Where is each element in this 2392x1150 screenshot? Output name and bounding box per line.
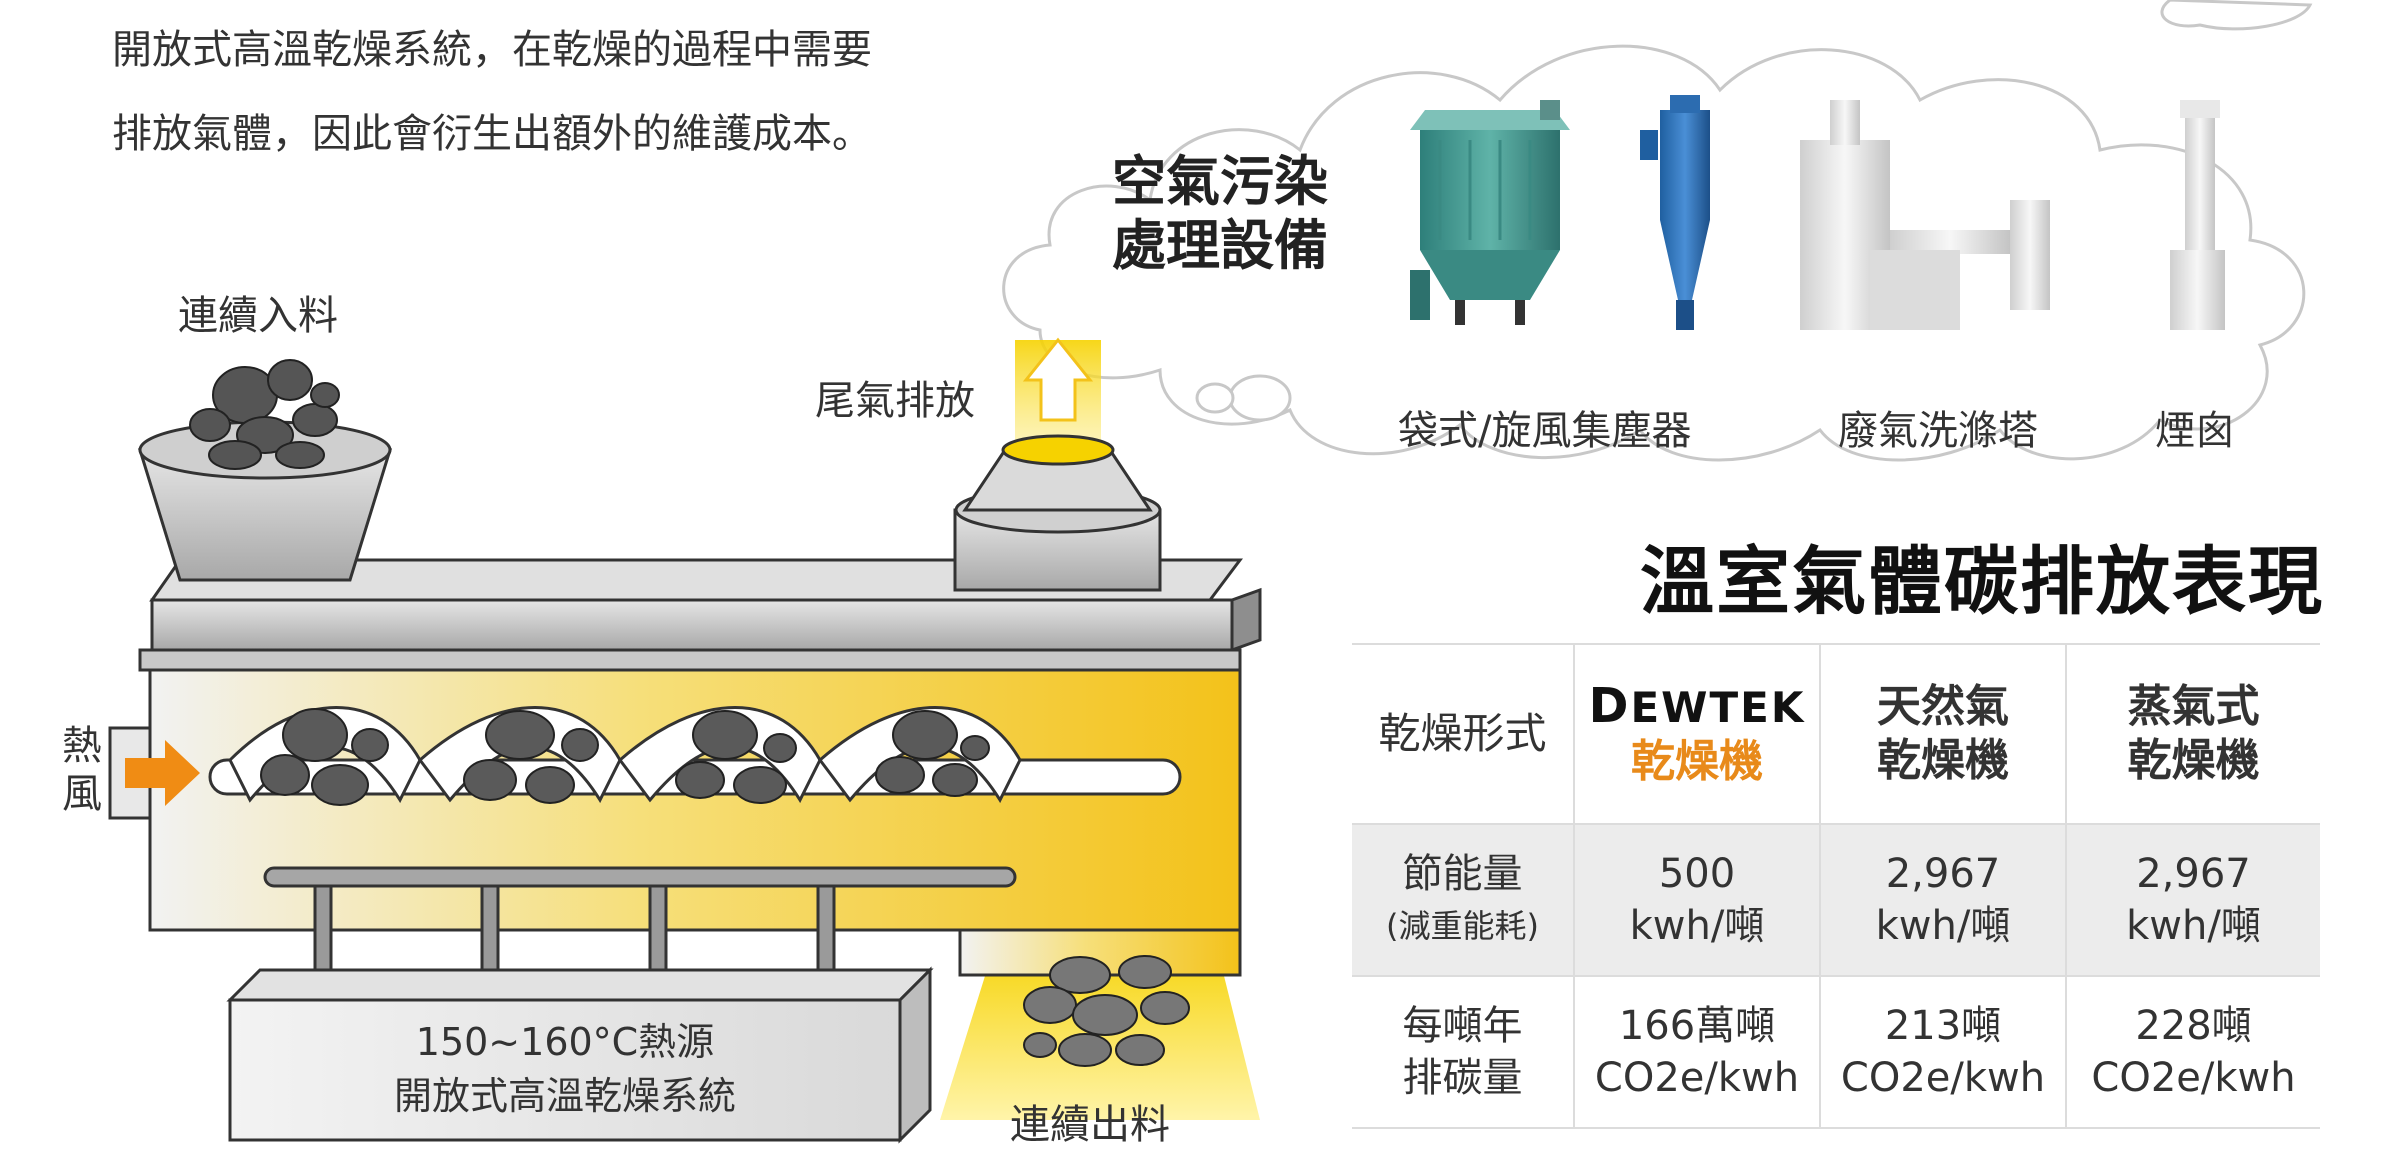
scrubber-icon	[1800, 100, 2050, 330]
conveyor-stones	[260, 708, 990, 806]
chimney-icon	[2170, 100, 2225, 330]
dewtek-logo: DEWTEK	[1588, 678, 1806, 734]
dryer-diagram	[108, 337, 1262, 1144]
equipment-label-bag: 袋式/旋風集塵器	[1398, 408, 1692, 454]
cell-gas-energy: 2,967 kwh/噸	[1819, 823, 2066, 976]
table-header-row: 乾燥形式 DEWTEK 乾燥機 天然氣 乾燥機 蒸氣式 乾燥機	[1352, 643, 2320, 824]
feed-stones	[189, 359, 340, 470]
table-row: 每噸年 排碳量 166萬噸 CO2e/kwh 213噸 CO2e/kwh 228…	[1352, 975, 2320, 1129]
row-label-carbon: 每噸年 排碳量	[1352, 975, 1574, 1129]
row-label-energy: 節能量 (減重能耗)	[1352, 823, 1574, 976]
cyclone-icon	[1640, 95, 1710, 330]
header-dry-type: 乾燥形式	[1352, 643, 1574, 824]
intro-line-1: 開放式高溫乾燥系統，在乾燥的過程中需要	[112, 27, 872, 73]
air-pollution-title: 空氣污染 處理設備	[1112, 150, 1328, 277]
cell-steam-carbon: 228噸 CO2e/kwh	[2065, 975, 2320, 1129]
exhaust-label: 尾氣排放	[815, 378, 975, 424]
hot-air-label: 熱 風	[62, 723, 102, 817]
equipment-label-scrubber: 廢氣洗滌塔	[1838, 408, 2038, 454]
output-stones	[1023, 955, 1190, 1067]
heat-source-label: 150~160°C熱源 開放式高溫乾燥系統	[393, 1020, 736, 1118]
feed-label: 連續入料	[178, 293, 338, 339]
header-steam: 蒸氣式 乾燥機	[2065, 643, 2320, 824]
intro-line-2: 排放氣體，因此會衍生出額外的維護成本。	[112, 111, 872, 157]
header-dewtek: DEWTEK 乾燥機	[1573, 643, 1820, 824]
cell-gas-carbon: 213噸 CO2e/kwh	[1819, 975, 2066, 1129]
equipment-label-chimney: 煙囪	[2155, 408, 2235, 454]
output-label: 連續出料	[1010, 1102, 1170, 1148]
pollution-cloud	[1002, 0, 2313, 462]
header-natural-gas: 天然氣 乾燥機	[1819, 643, 2066, 824]
cell-dewtek-energy: 500 kwh/噸	[1573, 823, 1820, 976]
hot-air-arrow-icon	[125, 740, 200, 806]
cell-dewtek-carbon: 166萬噸 CO2e/kwh	[1573, 975, 1820, 1129]
table-row: 節能量 (減重能耗) 500 kwh/噸 2,967 kwh/噸 2,967 k…	[1352, 823, 2320, 976]
comparison-table: 乾燥形式 DEWTEK 乾燥機 天然氣 乾燥機 蒸氣式 乾燥機 節能量 (減重能…	[1352, 643, 2320, 1129]
cell-steam-energy: 2,967 kwh/噸	[2065, 823, 2320, 976]
exhaust-arrow-icon	[1022, 337, 1094, 422]
bag-filter-icon	[1410, 100, 1570, 325]
comparison-heading: 溫室氣體碳排放表現	[1640, 539, 2324, 625]
intro-text: 開放式高溫乾燥系統，在乾燥的過程中需要 排放氣體，因此會衍生出額外的維護成本。	[112, 8, 1072, 176]
